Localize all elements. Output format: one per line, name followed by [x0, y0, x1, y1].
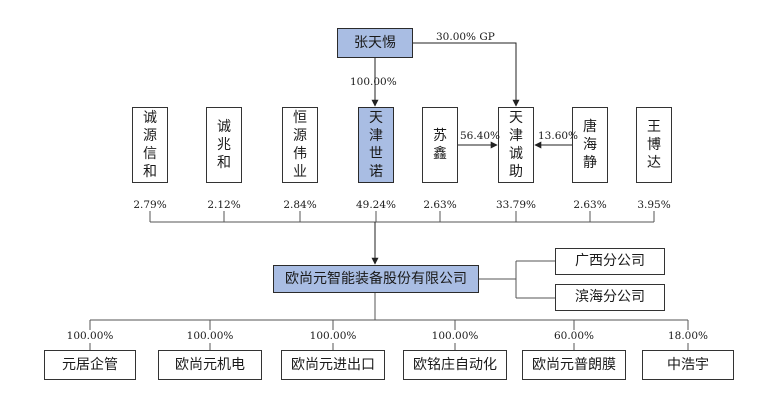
shareholder-pct: 3.95%	[637, 199, 671, 211]
branch-name: 广西分公司	[575, 253, 645, 270]
shareholder-pct: 2.12%	[207, 199, 241, 211]
branch-box-guangxi: 广西分公司	[555, 248, 665, 275]
shareholder-pct: 2.63%	[423, 199, 457, 211]
subsidiary-pct: 60.00%	[553, 330, 595, 342]
shareholder-name: 天津世诺	[369, 110, 383, 180]
shareholder-pct: 2.79%	[133, 199, 167, 211]
shareholder-name: 诚源信和	[143, 110, 157, 180]
subsidiary-box: 中浩宇	[642, 350, 734, 380]
shareholder-box: 天津世诺	[358, 107, 394, 183]
shareholder-name: 苏鑫	[433, 128, 447, 162]
subsidiary-pct: 18.00%	[667, 330, 709, 342]
subsidiary-name: 欧尚元进出口	[291, 356, 375, 373]
owner-stake-label: 100.00%	[350, 76, 397, 88]
cross-link-label-2: 13.60%	[538, 130, 579, 142]
cross-link-label-1: 56.40%	[460, 130, 501, 142]
shareholder-box: 诚源信和	[132, 107, 168, 183]
subsidiary-box: 欧尚元普朗膜	[522, 350, 626, 380]
subsidiary-box: 元居企管	[44, 350, 136, 380]
subsidiary-name: 欧铭庄自动化	[413, 356, 497, 373]
subsidiary-name: 欧尚元普朗膜	[532, 356, 616, 373]
shareholder-box: 诚兆和	[206, 107, 242, 183]
shareholder-box: 恒源伟业	[282, 107, 318, 183]
owner-box: 张天惕	[337, 28, 413, 58]
shareholder-pct: 2.63%	[573, 199, 607, 211]
subsidiary-name: 元居企管	[62, 356, 118, 373]
shareholder-pct: 33.79%	[495, 199, 537, 211]
shareholder-box: 苏鑫	[422, 107, 458, 183]
owner-gp-label: 30.00% GP	[436, 31, 495, 43]
shareholder-pct: 2.84%	[283, 199, 317, 211]
owner-gp-arrow	[413, 42, 520, 107]
owner-name: 张天惕	[354, 34, 396, 51]
branch-name: 滨海分公司	[575, 289, 645, 306]
shareholder-name: 唐海静	[583, 119, 597, 171]
shareholder-box: 王博达	[636, 107, 672, 183]
shareholder-name: 王博达	[647, 119, 661, 171]
shareholder-box: 天津诚助	[498, 107, 534, 183]
shareholder-name: 恒源伟业	[293, 110, 307, 180]
branch-box-binhai: 滨海分公司	[555, 284, 665, 311]
subsidiary-box: 欧铭庄自动化	[403, 350, 507, 380]
subsidiary-box: 欧尚元进出口	[281, 350, 385, 380]
subsidiary-name: 中浩宇	[667, 356, 709, 373]
shareholder-name: 诚兆和	[217, 119, 231, 171]
subsidiary-pct: 100.00%	[431, 330, 479, 342]
subsidiary-pct: 100.00%	[309, 330, 357, 342]
shareholder-pct: 49.24%	[355, 199, 397, 211]
subsidiary-pct: 100.00%	[66, 330, 114, 342]
subsidiary-name: 欧尚元机电	[175, 356, 245, 373]
company-box: 欧尚元智能装备股份有限公司	[273, 265, 479, 293]
shareholder-name: 天津诚助	[509, 110, 523, 180]
company-name: 欧尚元智能装备股份有限公司	[285, 270, 467, 287]
subsidiary-pct: 100.00%	[186, 330, 234, 342]
shareholder-box: 唐海静	[572, 107, 608, 183]
subsidiary-box: 欧尚元机电	[158, 350, 262, 380]
